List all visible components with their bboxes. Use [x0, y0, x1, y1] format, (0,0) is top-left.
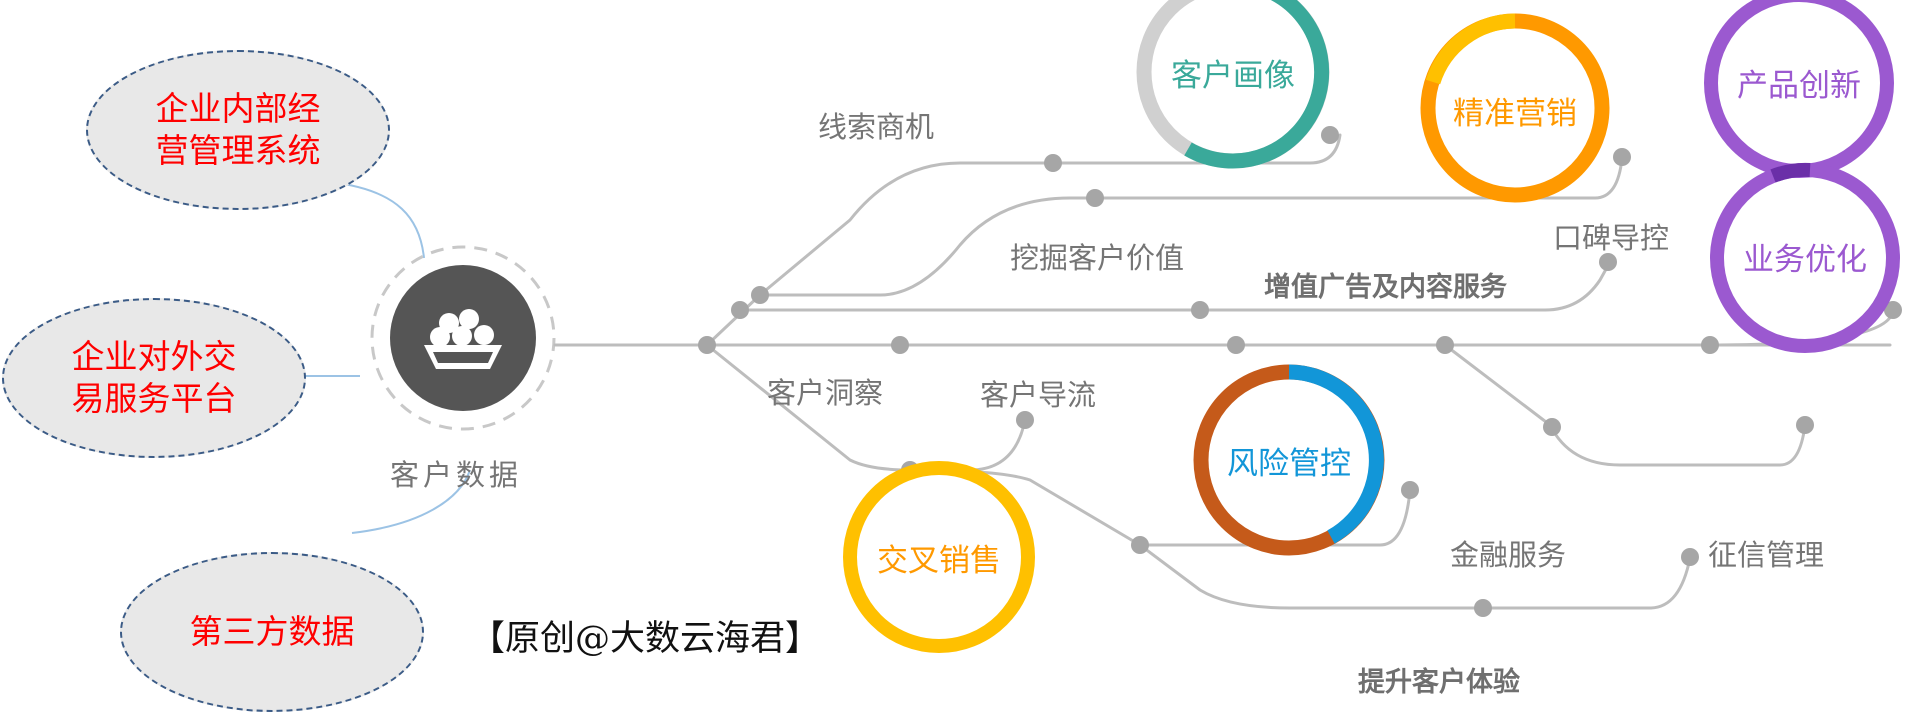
- outcome-precision: 精准营销: [1453, 95, 1577, 132]
- source-internal: 企业内部经 营管理系统: [86, 50, 390, 210]
- node: [1701, 336, 1719, 354]
- node: [1436, 336, 1454, 354]
- label-finance: 金融服务: [1450, 538, 1567, 572]
- ring-portrait-arc: [1184, 0, 1330, 169]
- branch-word-of-mouth: [738, 260, 1612, 312]
- connector-internal: [329, 181, 425, 259]
- node: [1599, 253, 1617, 271]
- node: [1681, 548, 1699, 566]
- node: [1884, 301, 1902, 319]
- node: [1191, 301, 1209, 319]
- branch-leads: [705, 133, 1342, 347]
- ring-risk-arc: [1288, 364, 1384, 544]
- outcome-optimization: 业务优化: [1743, 241, 1867, 278]
- label-experience: 提升客户体验: [1358, 667, 1520, 698]
- node: [1086, 189, 1104, 207]
- hub-dashed-ring: [370, 245, 556, 431]
- label-guidance: 客户导流: [980, 378, 1097, 412]
- node: [698, 336, 716, 354]
- node: [1044, 154, 1062, 172]
- outcome-cross-sell: 交叉销售: [877, 542, 1001, 579]
- source-external: 企业对外交 易服务平台: [2, 298, 306, 458]
- node: [1543, 418, 1561, 436]
- label-credit: 征信管理: [1708, 538, 1825, 572]
- watermark-text: 【原创@大数云海君】: [470, 619, 821, 659]
- node: [731, 301, 749, 319]
- outcome-risk: 风险管控: [1227, 445, 1351, 482]
- node: [1401, 481, 1419, 499]
- source-external-line2: 易服务平台: [71, 379, 237, 418]
- node: [1227, 336, 1245, 354]
- source-internal-line2: 营管理系统: [155, 131, 321, 170]
- node: [1131, 536, 1149, 554]
- node: [1613, 148, 1631, 166]
- ring-precision: [1420, 13, 1610, 203]
- branch-credit: [1443, 343, 1807, 467]
- source-internal-line1: 企业内部经: [155, 89, 321, 128]
- node: [1321, 126, 1339, 144]
- branch-mine-value: [758, 156, 1624, 297]
- hub-label: 客户数据: [390, 458, 523, 492]
- label-value-added: 增值广告及内容服务: [1264, 272, 1507, 303]
- label-leads: 线索商机: [818, 110, 935, 144]
- outcome-portrait: 客户画像: [1171, 57, 1295, 94]
- label-mine-value: 挖掘客户价值: [1010, 241, 1185, 275]
- label-insight: 客户洞察: [767, 376, 884, 410]
- node: [891, 336, 909, 354]
- outcome-innovation: 产品创新: [1737, 67, 1861, 104]
- label-word-of-mouth: 口碑导控: [1553, 221, 1670, 255]
- source-external-line1: 企业对外交: [71, 337, 237, 376]
- data-basket-icon: [424, 309, 502, 369]
- node: [1016, 411, 1034, 429]
- node: [1796, 416, 1814, 434]
- ring-optimization-accent: [1770, 162, 1811, 183]
- node: [751, 286, 769, 304]
- ring-precision-light: [1425, 13, 1516, 85]
- connector-third: [351, 469, 471, 534]
- node: [1474, 599, 1492, 617]
- ring-cross-sell: [843, 461, 1035, 653]
- source-third-party-label: 第三方数据: [189, 612, 355, 651]
- source-third-party: 第三方数据: [120, 552, 424, 712]
- branch-finance: [1138, 543, 1692, 610]
